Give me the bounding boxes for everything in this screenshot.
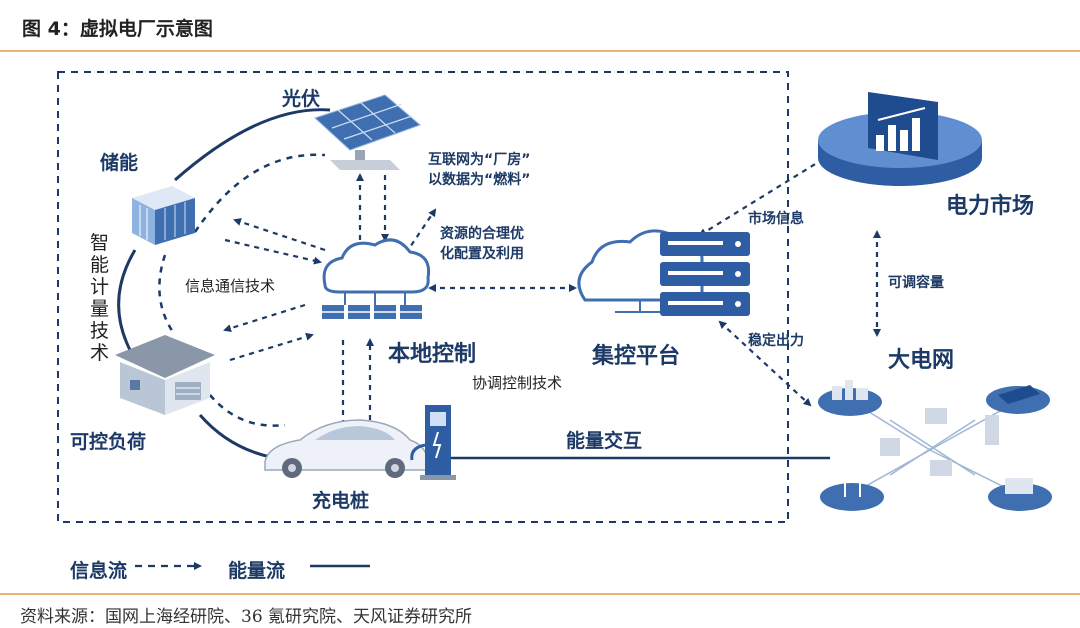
- charging-pile-icon: [410, 405, 456, 480]
- solar-panel-icon: [314, 94, 421, 170]
- local-control-cloud-icon: [322, 238, 431, 319]
- controllable-load-label: 可控负荷: [70, 431, 147, 453]
- ev-car-icon: [264, 419, 429, 478]
- house-icon: [115, 335, 215, 415]
- info-arc-left: [158, 254, 177, 336]
- info-arc-bottom: [209, 394, 286, 427]
- bottom-divider: [0, 593, 1080, 595]
- grid-network-icon: [818, 380, 1052, 511]
- storage-icon: [132, 186, 195, 245]
- vpp-boundary: [57, 71, 789, 523]
- coordination-label: 协调控制技术: [472, 374, 563, 392]
- charging-pile-label: 充电桩: [312, 490, 370, 512]
- solar-label: 光伏: [282, 88, 321, 110]
- grid-label: 大电网: [888, 348, 955, 373]
- internet-note-line1: 互联网为“厂房”: [428, 152, 531, 168]
- legend-info-flow-label: 信息流: [70, 560, 128, 582]
- stable-output-label: 稳定出力: [748, 333, 804, 349]
- power-market-label: 电力市场: [946, 194, 1035, 219]
- info-comm-label: 信息通信技术: [185, 277, 276, 295]
- energy-arc-solar-storage: [174, 108, 331, 182]
- source-note: 资料来源：国网上海经研院、36 氪研究院、天风证券研究所: [20, 607, 473, 627]
- aggregation-platform-icon: [577, 229, 750, 316]
- adjustable-capacity-label: 可调容量: [888, 275, 944, 291]
- internet-note-line2: 以数据为“燃料”: [428, 172, 531, 188]
- resource-note-line1: 资源的合理优: [440, 226, 524, 242]
- legend-energy-flow-label: 能量流: [228, 560, 286, 582]
- top-divider: [0, 50, 1080, 52]
- storage-label: 储能: [100, 152, 139, 174]
- smart-metering-label: 智能计量技术: [90, 232, 110, 364]
- figure-title: 图 4：虚拟电厂示意图: [22, 18, 213, 40]
- local-control-label: 本地控制: [388, 342, 477, 367]
- resource-note-line2: 化配置及利用: [440, 246, 524, 262]
- energy-exchange-label: 能量交互: [566, 430, 643, 452]
- power-market-icon: [818, 92, 982, 186]
- aggregation-platform-label: 集控平台: [592, 344, 681, 369]
- info-arc-top: [193, 153, 326, 233]
- energy-arc-storage-load: [117, 249, 137, 351]
- market-info-label: 市场信息: [748, 211, 804, 227]
